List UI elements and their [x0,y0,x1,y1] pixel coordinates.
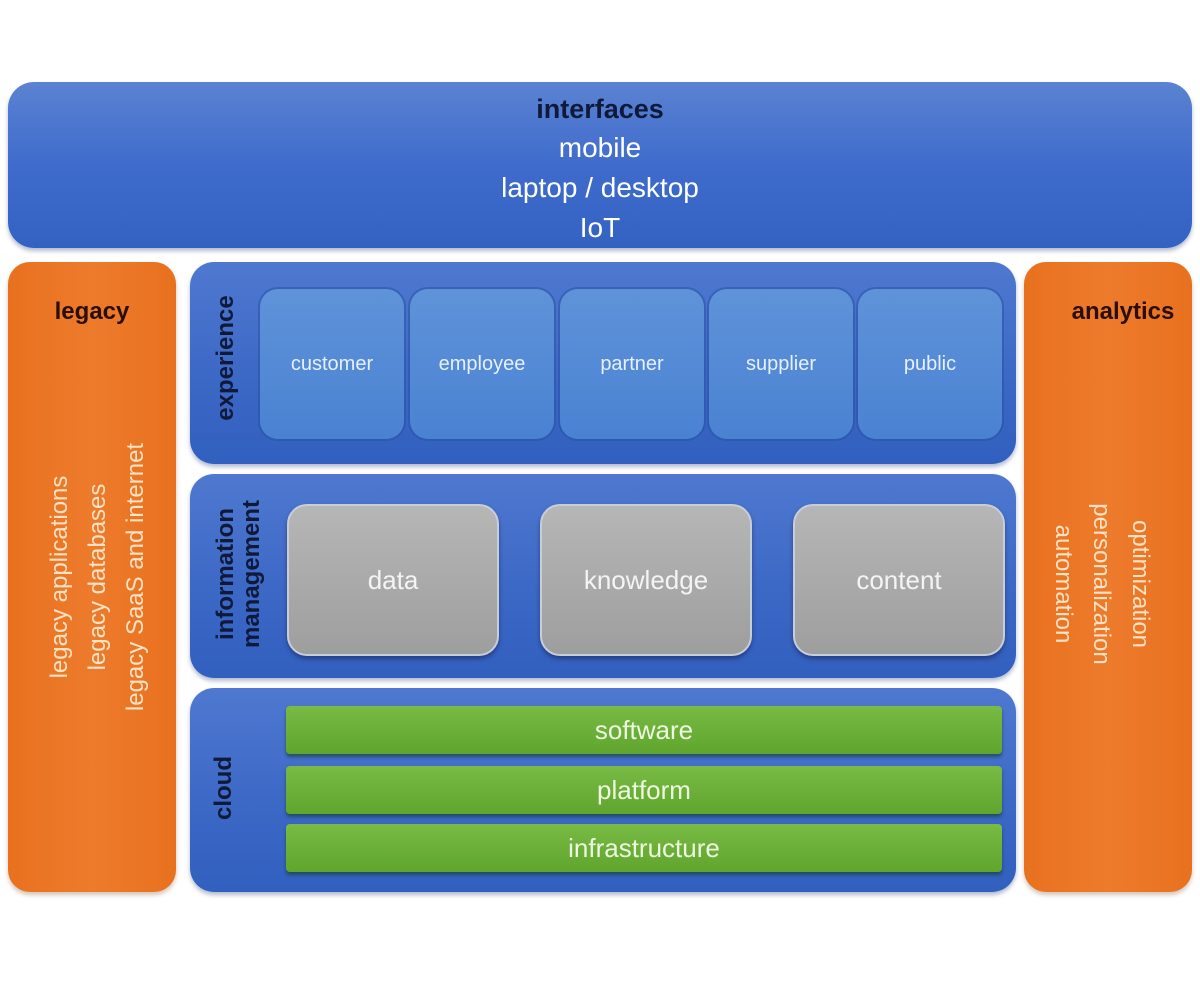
cloud-bar-software: software [286,706,1002,754]
info-card-content: content [793,504,1005,656]
info-card-knowledge: knowledge [540,504,752,656]
experience-card-employee: employee [410,289,554,439]
cloud-label: cloud [210,756,237,820]
interface-item-mobile: mobile [558,132,642,163]
analytics-title: analytics [1071,298,1175,325]
analytics-item-optimization: optimization [1127,519,1154,649]
legacy-column: legacy legacy applications legacy databa… [8,262,176,892]
legacy-item-saas-internet: legacy SaaS and internet [122,442,149,712]
legacy-item-applications: legacy applications [46,475,73,679]
legacy-title: legacy [54,298,130,325]
analytics-item-personalization: personalization [1088,503,1115,665]
cloud-bar-platform: platform [286,766,1002,814]
info-card-data: data [287,504,499,656]
interface-item-laptop-desktop: laptop / desktop [501,172,699,203]
experience-label: experience [212,295,239,421]
information-management-layer: information management data knowledge co… [190,474,1016,678]
cloud-bar-infrastructure: infrastructure [286,824,1002,872]
experience-card-public: public [858,289,1002,439]
experience-card-partner: partner [560,289,704,439]
interfaces-layer: interfaces mobile laptop / desktop IoT [8,82,1192,248]
interfaces-title: interfaces [536,94,664,124]
experience-card-supplier: supplier [709,289,853,439]
legacy-item-databases: legacy databases [84,483,111,671]
information-management-label-line2: management [238,499,265,649]
interface-item-iot: IoT [579,212,621,243]
experience-card-customer: customer [260,289,404,439]
analytics-item-automation: automation [1050,524,1077,644]
analytics-column: analytics optimization personalization a… [1024,262,1192,892]
information-management-label-line1: information [212,508,239,640]
experience-layer: experience customer employee partner sup… [190,262,1016,464]
cloud-layer: cloud software platform infrastructure [190,688,1016,892]
